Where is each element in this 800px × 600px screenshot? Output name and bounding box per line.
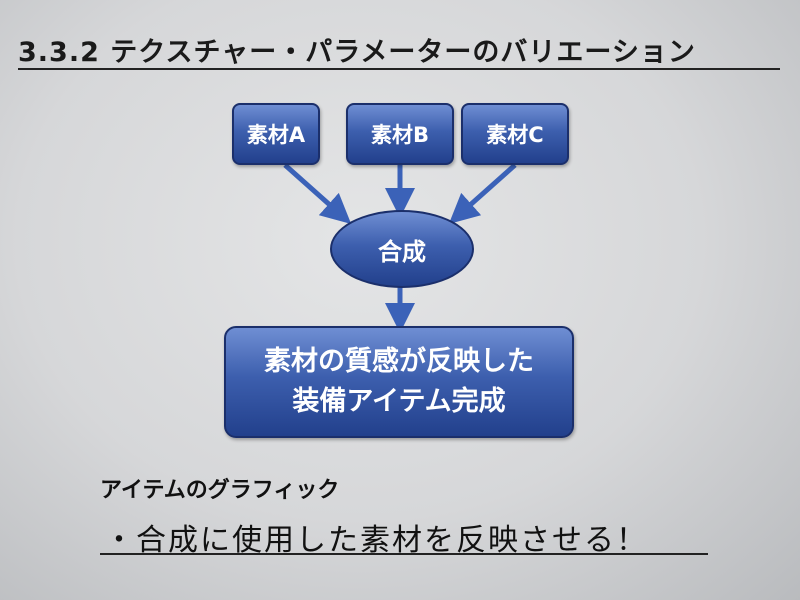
material-c-box: 素材C (461, 103, 569, 165)
subheading: アイテムのグラフィック (100, 478, 340, 503)
bullet-point: ・合成に使用した素材を反映させる！ (104, 523, 648, 558)
arrow-a (283, 163, 352, 224)
arrow-c (448, 163, 517, 224)
result-line-2: 装備アイテム完成 (292, 386, 506, 417)
material-b-box: 素材B (346, 103, 454, 165)
synthesis-node: 合成 (330, 210, 474, 288)
material-a-box: 素材A (232, 103, 320, 165)
bullet-underline (100, 553, 708, 555)
result-box: 素材の質感が反映した 装備アイテム完成 (224, 326, 574, 438)
result-line-1: 素材の質感が反映した (264, 346, 534, 377)
title-underline (18, 68, 780, 70)
slide-title: 3.3.2 テクスチャー・パラメーターのバリエーション (18, 37, 696, 68)
